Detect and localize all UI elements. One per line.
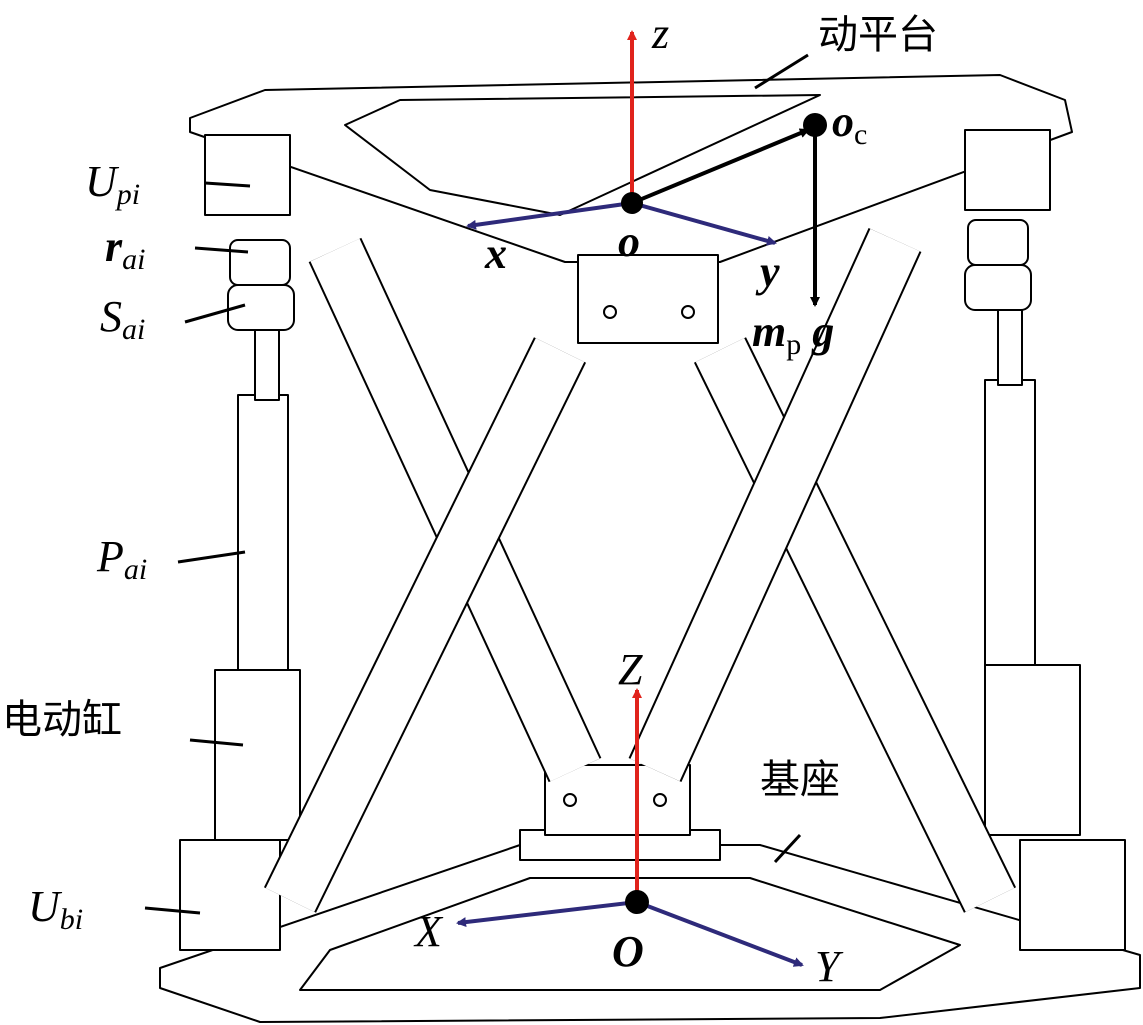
origin-O-point	[625, 890, 649, 914]
label-y-upper: y	[760, 247, 780, 296]
top-bracket	[577, 254, 719, 344]
label-mpg: mp g	[752, 307, 835, 361]
origin-o-point	[621, 192, 643, 214]
label-x-upper: x	[485, 229, 507, 278]
label-O-lower: O	[612, 927, 644, 976]
oc-vector	[631, 128, 810, 205]
leg-cross-4	[628, 228, 922, 782]
label-Y-lower: Y	[815, 942, 840, 991]
label-X-lower: X	[415, 907, 442, 956]
label-Pai: Pai	[97, 532, 148, 586]
label-o-upper: o	[618, 217, 640, 266]
upper-joint-left	[204, 134, 291, 216]
moving-platform-inner	[344, 94, 821, 216]
leg-left-vertical	[179, 239, 301, 951]
label-base: 基座	[760, 757, 840, 803]
upper-joint-right	[964, 129, 1051, 211]
X-axis-lower	[456, 900, 638, 928]
base-inner	[299, 877, 961, 991]
centroid-oc-point	[803, 113, 827, 137]
label-z-upper: z	[652, 9, 670, 58]
label-Z-lower: Z	[618, 645, 643, 694]
y-axis-upper	[631, 201, 777, 246]
Y-axis-lower	[636, 900, 804, 967]
leg-cross-3	[693, 337, 1017, 913]
leg-cross-2	[263, 337, 587, 913]
leg-right-vertical	[964, 219, 1126, 951]
label-Sai: Sai	[100, 292, 146, 346]
label-oc: oc	[832, 97, 868, 151]
x-axis-upper	[466, 201, 633, 230]
label-Upi: Upi	[85, 157, 141, 211]
label-Ubi: Ubi	[28, 882, 84, 936]
label-rai: rai	[105, 222, 146, 276]
label-moving-platform: 动平台	[818, 12, 938, 58]
label-actuator: 电动缸	[2, 697, 122, 743]
